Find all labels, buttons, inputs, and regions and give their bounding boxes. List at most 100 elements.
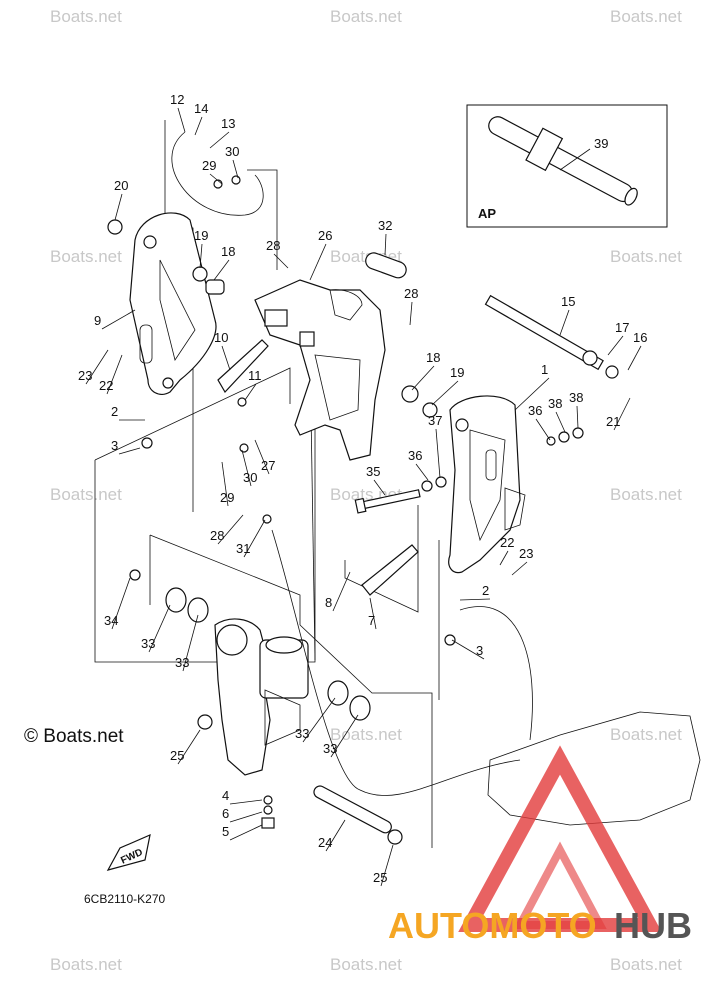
callout-leader — [118, 447, 141, 455]
callout-leader — [559, 309, 570, 336]
callout-leader — [194, 116, 203, 136]
callout-label: 35 — [366, 464, 380, 479]
callout-label: 31 — [236, 541, 250, 556]
callout-label: 3 — [476, 643, 483, 658]
callout-label: 33 — [295, 726, 309, 741]
callout-label: 33 — [323, 741, 337, 756]
watermark: Boats.net — [610, 7, 682, 26]
callout-label: 39 — [594, 136, 608, 151]
callout-label: 26 — [318, 228, 332, 243]
callout-label: 27 — [261, 458, 275, 473]
callout-leader — [254, 439, 270, 475]
copyright-label: © Boats.net — [24, 726, 124, 747]
callout-label: 23 — [78, 368, 92, 383]
fwd-arrow: FWD — [106, 833, 151, 871]
watermark: Boats.net — [50, 955, 122, 974]
small-hardware — [107, 175, 619, 845]
callout-label: 4 — [222, 788, 229, 803]
watermark: Boats.net — [610, 725, 682, 744]
callout-leader — [613, 397, 631, 431]
callout-label: 28 — [404, 286, 418, 301]
clamp-bracket-left — [129, 212, 217, 395]
callout-label: 1 — [541, 362, 548, 377]
callout-leader — [101, 309, 136, 330]
callout-leader — [459, 598, 491, 601]
callout-label: 12 — [170, 92, 184, 107]
bushing-set — [165, 587, 371, 721]
callout-label: 7 — [368, 613, 375, 628]
callout-label: 30 — [243, 470, 257, 485]
callout-leader — [332, 571, 351, 612]
callout-label: 33 — [175, 655, 189, 670]
callout-label: 19 — [194, 228, 208, 243]
callout-leader — [555, 411, 566, 433]
callout-leader — [85, 349, 109, 385]
callout-leader — [409, 301, 413, 326]
callout-label: 19 — [450, 365, 464, 380]
callout-leader — [229, 811, 263, 823]
callout-leader — [182, 614, 199, 672]
callout-label: 38 — [548, 396, 562, 411]
watermark: Boats.net — [610, 955, 682, 974]
callout-leader — [373, 479, 386, 496]
callout-label: 18 — [221, 244, 235, 259]
callout-leader — [111, 577, 131, 630]
callout-label: 3 — [111, 438, 118, 453]
logo-text-primary: AUTOMOTO — [388, 905, 597, 946]
callout-leader — [209, 131, 230, 149]
watermark: Boats.net — [330, 725, 402, 744]
callout-leader — [106, 354, 123, 395]
callout-label: 33 — [141, 636, 155, 651]
callout-leader — [435, 428, 441, 479]
callout-label: 36 — [408, 448, 422, 463]
callout-label: 2 — [111, 404, 118, 419]
callout-label: 29 — [202, 158, 216, 173]
watermark: Boats.net — [330, 955, 402, 974]
watermark: Boats.net — [50, 247, 122, 266]
watermark: Boats.net — [50, 485, 122, 504]
callout-leader — [369, 597, 377, 630]
callout-leader — [213, 259, 230, 281]
callout-leader — [221, 345, 231, 371]
callout-leader — [229, 824, 263, 841]
callout-label: 21 — [606, 414, 620, 429]
callout-label: 9 — [94, 313, 101, 328]
callout-leader — [177, 729, 201, 765]
lever-arms — [217, 339, 419, 596]
callout-leader — [243, 519, 266, 558]
callout-label: 20 — [114, 178, 128, 193]
callout-leader — [607, 335, 624, 356]
watermark: Boats.net — [330, 7, 402, 26]
callout-label: 30 — [225, 144, 239, 159]
callout-leader — [451, 639, 485, 660]
callout-label: 23 — [519, 546, 533, 561]
callout-leader — [199, 243, 203, 269]
callout-leader — [244, 383, 257, 401]
logo-text-secondary: HUB — [614, 905, 692, 946]
callout-label: 24 — [318, 835, 332, 850]
pin — [365, 252, 407, 279]
callout-label: 38 — [569, 390, 583, 405]
callout-leader — [148, 604, 171, 653]
callout-label: 2 — [482, 583, 489, 598]
callout-leader — [576, 405, 579, 429]
callout-label: 5 — [222, 824, 229, 839]
ground-cables — [171, 131, 533, 796]
callout-label: 25 — [373, 870, 387, 885]
callout-leader — [411, 365, 435, 391]
callout-leader — [384, 233, 387, 256]
callout-label: 34 — [104, 613, 118, 628]
callout-label: 16 — [633, 330, 647, 345]
callout-label: 28 — [266, 238, 280, 253]
callout-leader — [330, 714, 359, 758]
callout-label: 18 — [426, 350, 440, 365]
callout-label: 36 — [528, 403, 542, 418]
callout-label: 28 — [210, 528, 224, 543]
callout-label: 15 — [561, 294, 575, 309]
callout-label: 37 — [428, 413, 442, 428]
callout-leader — [273, 253, 289, 269]
callout-leader — [511, 561, 528, 576]
callout-label: 6 — [222, 806, 229, 821]
long-bolt — [354, 489, 421, 514]
